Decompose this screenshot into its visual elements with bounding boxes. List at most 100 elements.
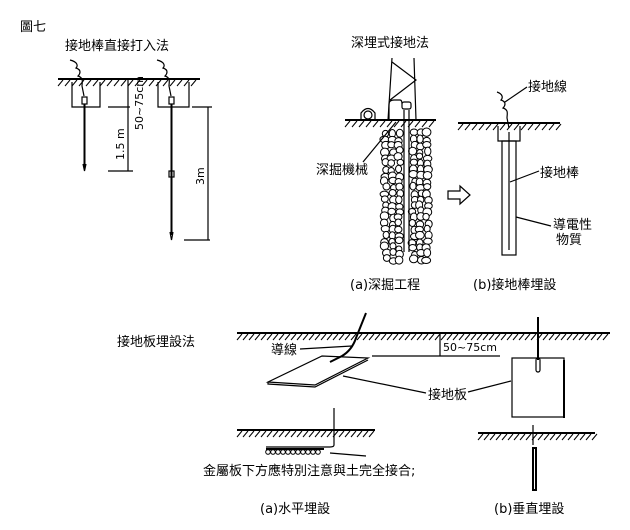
hatch-stroke: [541, 123, 548, 131]
wire-label: 接地線: [528, 79, 567, 95]
hatch-stroke: [519, 433, 526, 441]
hatch-stroke: [350, 333, 357, 341]
hatch-stroke: [561, 433, 568, 441]
hatch-stroke: [308, 333, 315, 341]
hatch-stroke: [471, 123, 478, 131]
hatch-stroke: [422, 333, 429, 341]
hatch-stroke: [458, 333, 465, 341]
ground-wire-left: [69, 59, 85, 97]
hatch-stroke: [527, 123, 534, 131]
note-leader-line: [329, 452, 367, 457]
figure-label: 圖七: [20, 20, 46, 35]
gravel-stone: [422, 212, 430, 221]
wire-leader-line: [504, 86, 528, 103]
hatch-stroke: [542, 333, 549, 341]
hatch-stroke: [362, 333, 369, 341]
hatch-stroke: [470, 333, 477, 341]
hatch-stroke: [351, 120, 358, 128]
hatch-stroke: [446, 333, 453, 341]
hatch-stroke: [248, 333, 255, 341]
hatch-stroke: [548, 123, 555, 131]
hatch-stroke: [573, 433, 580, 441]
gravel-stone: [387, 159, 396, 167]
hatch-stroke: [326, 333, 333, 341]
hatch-stroke: [338, 430, 345, 438]
ground-hatching: [477, 433, 598, 441]
hatch-stroke: [278, 333, 285, 341]
hatch-stroke: [591, 433, 598, 441]
hatch-stroke: [71, 79, 78, 87]
soil-contact-dot: [310, 449, 316, 455]
gravel-stone: [408, 218, 416, 227]
hatch-stroke: [483, 433, 490, 441]
hatch-stroke: [530, 333, 537, 341]
plate-note: 金屬板下方應特別注意與土完全接合;: [203, 463, 415, 479]
hatch-stroke: [284, 430, 291, 438]
hatch-stroke: [254, 333, 261, 341]
plate-leader-right: [467, 380, 512, 393]
hatch-stroke: [440, 333, 447, 341]
side-lead-wire: [266, 408, 335, 448]
hatch-stroke: [534, 123, 541, 131]
hatch-stroke: [372, 120, 379, 128]
hatch-stroke: [602, 333, 609, 341]
hatch-stroke: [236, 333, 243, 341]
ground-hatching: [344, 120, 435, 128]
hatch-stroke: [358, 120, 365, 128]
hatch-stroke: [162, 79, 169, 87]
hatch-stroke: [320, 333, 327, 341]
hatch-stroke: [549, 433, 556, 441]
plate-leader-left: [342, 375, 427, 394]
hatch-stroke: [478, 123, 485, 131]
hatch-stroke: [266, 430, 273, 438]
hatch-stroke: [489, 433, 496, 441]
rod-direct-title: 接地棒直接打入法: [65, 38, 169, 54]
hatch-stroke: [520, 123, 527, 131]
gravel-stone: [408, 254, 419, 264]
caption-plate-a: (a)水平埋設: [260, 501, 330, 517]
hatch-stroke: [398, 333, 405, 341]
gravel-stone: [416, 134, 424, 144]
gravel-stone: [395, 128, 404, 138]
ground-hatching: [57, 79, 197, 87]
gravel-stone: [382, 254, 391, 262]
gravel-stone: [415, 230, 425, 240]
conductive-label-line2: 物質: [556, 233, 582, 248]
hatch-stroke: [120, 79, 127, 87]
hatch-stroke: [434, 333, 441, 341]
plate-side-view: [265, 448, 324, 455]
soil-contact-dot: [315, 449, 321, 455]
hatch-stroke: [344, 120, 351, 128]
soil-contact-dot: [300, 449, 306, 455]
hatch-stroke: [260, 333, 267, 341]
hatch-stroke: [452, 333, 459, 341]
hatch-stroke: [134, 79, 141, 87]
gravel-stone: [423, 237, 433, 245]
hatch-stroke: [416, 333, 423, 341]
hatch-stroke: [141, 79, 148, 87]
hatch-stroke: [374, 333, 381, 341]
hatch-stroke: [500, 333, 507, 341]
rod-label: 接地棒: [540, 165, 579, 181]
gravel-stone: [388, 189, 397, 197]
hatch-stroke: [127, 79, 134, 87]
machine-leader-line: [362, 121, 397, 163]
hatch-stroke: [554, 333, 561, 341]
hatch-stroke: [344, 333, 351, 341]
hatch-stroke: [457, 123, 464, 131]
rig-winch: [363, 110, 373, 120]
hatch-stroke: [584, 333, 591, 341]
soil-contact-dot: [295, 449, 301, 455]
hatch-stroke: [296, 430, 303, 438]
hatch-stroke: [421, 120, 428, 128]
lead-leader-line: [299, 345, 353, 350]
hatch-stroke: [555, 433, 562, 441]
hatch-stroke: [560, 333, 567, 341]
hatch-stroke: [482, 333, 489, 341]
long-rod-length-label: 3m: [194, 167, 207, 185]
hatch-stroke: [78, 79, 85, 87]
hatch-stroke: [254, 430, 261, 438]
hatch-stroke: [507, 433, 514, 441]
lead-label: 導線: [271, 342, 297, 358]
hatch-stroke: [566, 333, 573, 341]
